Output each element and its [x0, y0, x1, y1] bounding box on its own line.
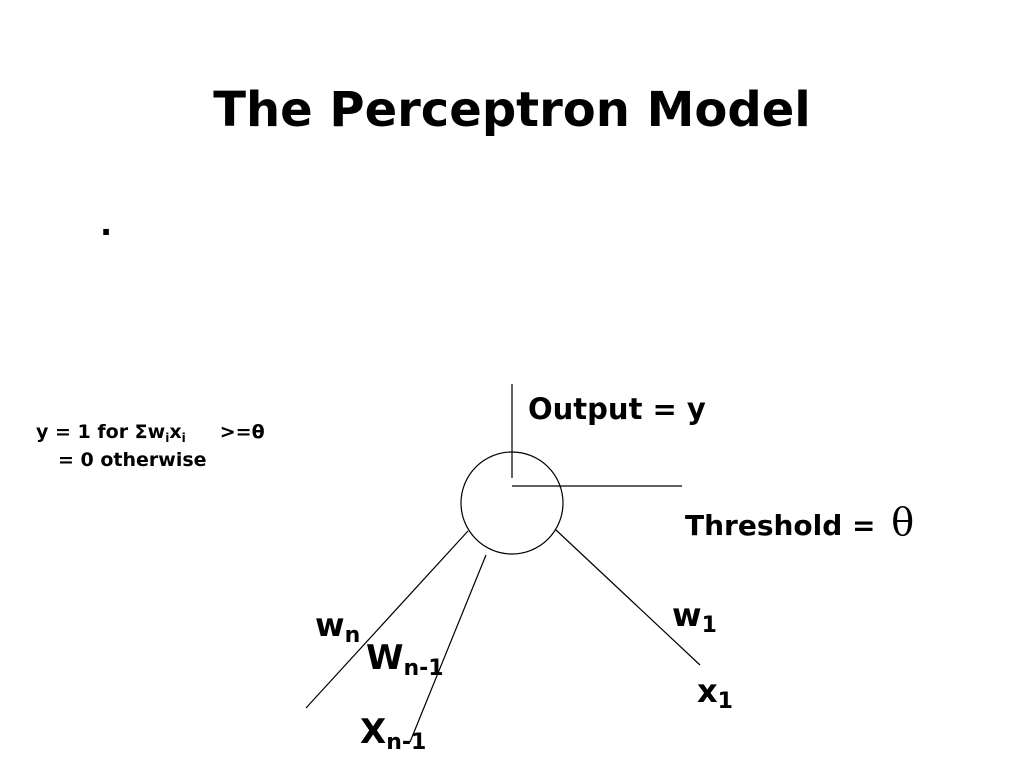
- input-line-xn: [305, 530, 469, 709]
- formula-comparison: >=θ: [219, 421, 265, 443]
- weight-w1-label: w1: [672, 596, 717, 637]
- wn-base: w: [315, 606, 345, 644]
- neuron-circle: [460, 451, 564, 555]
- w1-base: w: [672, 596, 702, 634]
- formula-otherwise: = 0 otherwise: [58, 449, 207, 471]
- input-line-xn-1: [409, 554, 487, 743]
- formula-prefix: y = 1 for Σw: [36, 421, 166, 443]
- output-label: Output = y: [528, 392, 706, 426]
- wn1-sub: n-1: [403, 656, 444, 681]
- formula-sub-i: i: [165, 431, 170, 445]
- w1-sub: 1: [701, 613, 717, 638]
- weight-wn-1-label: Wn-1: [366, 638, 444, 681]
- threshold-label: Threshold = θ: [685, 500, 914, 544]
- threshold-text: Threshold =: [685, 509, 886, 542]
- wn1-base: W: [366, 638, 404, 678]
- theta-symbol: θ: [891, 500, 915, 544]
- activation-formula: y = 1 for Σwixi>=θ = 0 otherwise: [36, 418, 265, 474]
- x1-sub: 1: [717, 689, 733, 714]
- xn1-base: X: [360, 712, 387, 752]
- formula-x: x: [169, 421, 182, 443]
- input-xn-1-label: Xn-1: [360, 712, 427, 755]
- input-x1-label: x1: [697, 672, 733, 713]
- x1-base: x: [697, 672, 718, 710]
- xn1-sub: n-1: [386, 730, 427, 755]
- wn-sub: n: [344, 623, 361, 648]
- weight-wn-label: wn: [315, 606, 360, 647]
- bullet-point: .: [100, 205, 113, 243]
- formula-sub-i-2: i: [181, 431, 186, 445]
- slide-title: The Perceptron Model: [213, 82, 811, 138]
- input-line-x1: [555, 529, 701, 666]
